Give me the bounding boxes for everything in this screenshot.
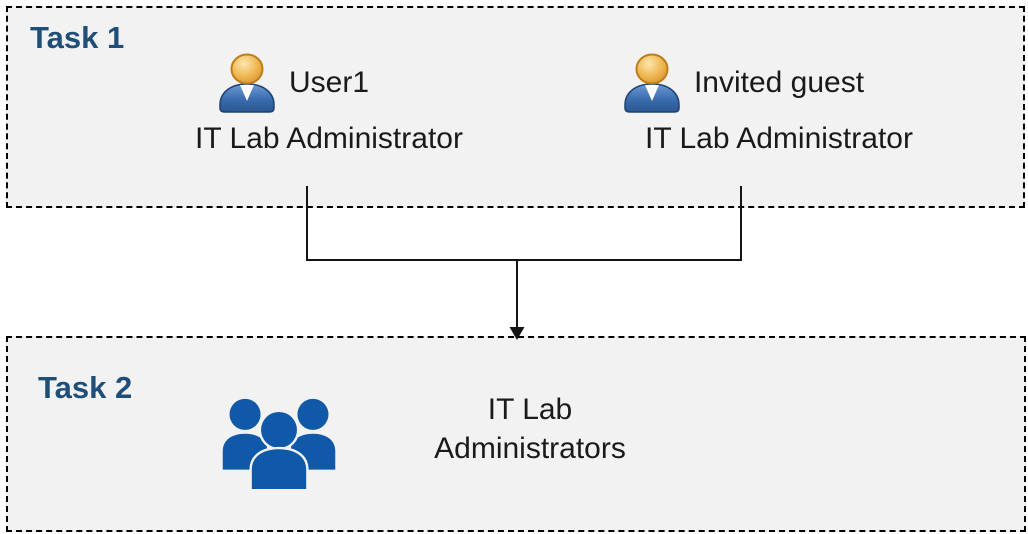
group-name: IT Lab Administrators — [434, 393, 626, 465]
person-icon — [215, 52, 279, 114]
person-entry-user1: User1 IT Lab Administrator — [130, 50, 528, 156]
task1-box: Task 1 — [6, 6, 1025, 208]
person-row: User1 — [130, 50, 528, 116]
person-role: IT Lab Administrator — [645, 122, 913, 155]
person-role: IT Lab Administrator — [195, 122, 463, 155]
task1-label: Task 1 — [30, 20, 125, 55]
person-entry-invited-guest: Invited guest IT Lab Administrator — [580, 50, 978, 156]
task2-label: Task 2 — [38, 370, 133, 405]
group-icon — [214, 394, 344, 491]
person-name: Invited guest — [693, 66, 865, 99]
task2-box: Task 2 IT Lab Administrators — [6, 336, 1026, 532]
person-icon — [620, 52, 684, 114]
person-row: Invited guest — [580, 50, 978, 116]
person-name: User1 — [288, 66, 370, 99]
